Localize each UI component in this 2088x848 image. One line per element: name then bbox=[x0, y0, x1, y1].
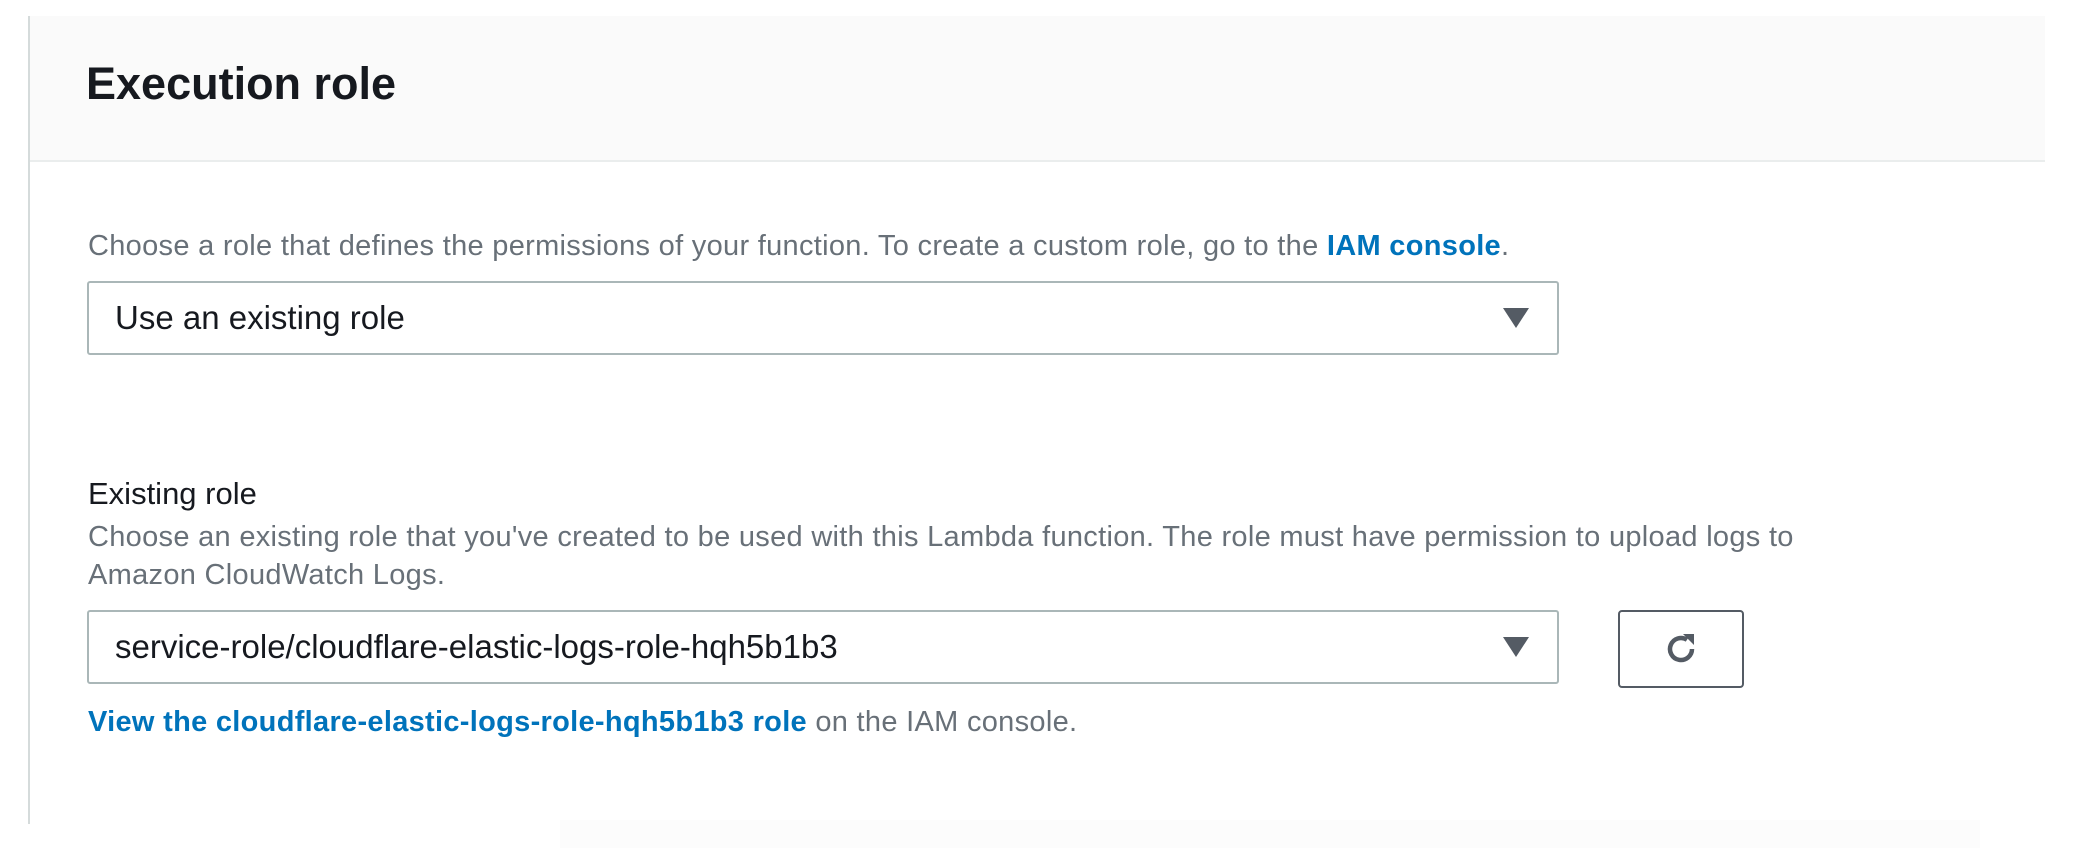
section-title: Execution role bbox=[86, 58, 397, 109]
refresh-icon bbox=[1667, 634, 1695, 663]
execution-role-description: Choose a role that defines the permissio… bbox=[88, 230, 1509, 263]
caret-down-icon bbox=[1503, 637, 1529, 657]
view-role-link[interactable]: View the cloudflare-elastic-logs-role-hq… bbox=[88, 706, 807, 738]
execution-role-select-value: Use an existing role bbox=[115, 299, 405, 336]
execution-role-select[interactable]: Use an existing role bbox=[87, 281, 1559, 355]
refresh-roles-button[interactable] bbox=[1618, 610, 1744, 688]
existing-role-select[interactable]: service-role/cloudflare-elastic-logs-rol… bbox=[87, 610, 1559, 684]
existing-role-select-value: service-role/cloudflare-elastic-logs-rol… bbox=[115, 628, 838, 665]
caret-down-icon bbox=[1503, 308, 1529, 328]
panel-header: Execution role bbox=[30, 16, 2045, 162]
execution-role-panel: Execution role Choose a role that define… bbox=[28, 16, 2045, 824]
description-period: . bbox=[1501, 230, 1510, 262]
existing-role-description-line2: Amazon CloudWatch Logs. bbox=[88, 559, 446, 591]
existing-role-description-line1: Choose an existing role that you've crea… bbox=[88, 521, 1794, 553]
view-role-line: View the cloudflare-elastic-logs-role-hq… bbox=[88, 706, 1077, 739]
description-text: Choose a role that defines the permissio… bbox=[88, 230, 1327, 262]
iam-console-link[interactable]: IAM console bbox=[1326, 230, 1501, 262]
view-role-suffix: on the IAM console. bbox=[806, 706, 1078, 738]
existing-role-label: Existing role bbox=[88, 476, 257, 511]
footer-shadow bbox=[560, 820, 1980, 848]
